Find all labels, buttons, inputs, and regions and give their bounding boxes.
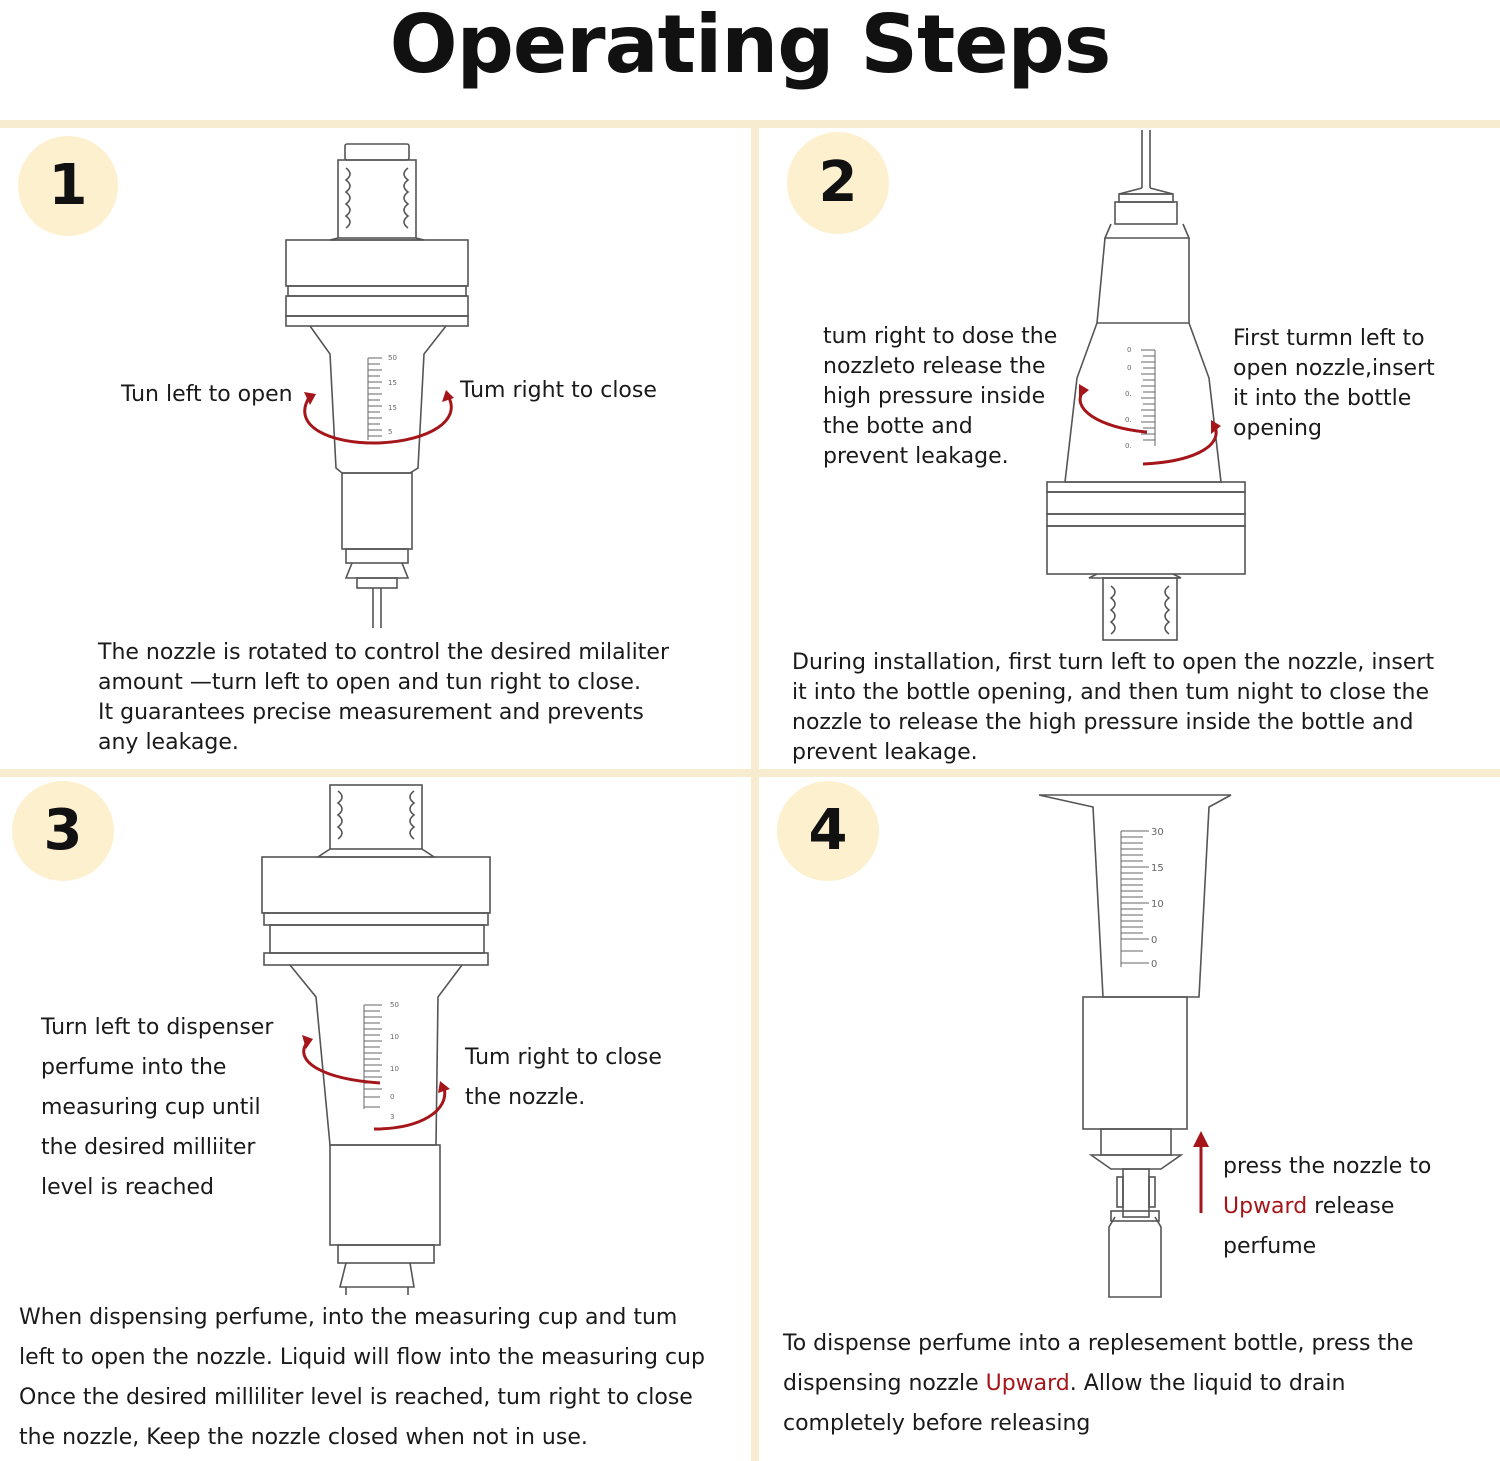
- step-4-scale-label: 0: [1151, 959, 1157, 970]
- arrowhead-icon: [438, 1081, 450, 1093]
- step-2-badge: 2: [787, 132, 889, 234]
- step-3-scale-label: 50: [390, 1001, 399, 1009]
- step-4-scale-label: 15: [1151, 863, 1164, 874]
- step-4-description: To dispense perfume into a replesement b…: [783, 1331, 1414, 1436]
- step-3-scale-label: 10: [390, 1033, 399, 1041]
- step-3-scale-label: 3: [390, 1113, 394, 1121]
- step-1-dispenser-illustration: 50 15 15 5: [285, 143, 469, 628]
- step-3-label-left: Turn left to dispenser perfume into the …: [41, 1015, 274, 1200]
- step-4-badge: 4: [777, 781, 879, 881]
- step-2-label-right: First turmn left to open nozzle,insert i…: [1233, 326, 1435, 441]
- step-2-scale-label: 0.: [1125, 442, 1132, 450]
- arrowhead-icon: [1211, 420, 1221, 434]
- step-2-panel: 2: [759, 128, 1500, 769]
- step-4-label-right: press the nozzle to Upward release perfu…: [1223, 1154, 1432, 1259]
- arrowhead-icon: [1079, 384, 1089, 398]
- step-3-dispenser-illustration: 50 10 10 0 3: [261, 784, 491, 1295]
- step-1-label-left: Tun left to open: [121, 382, 293, 407]
- step-2-rotation-arrow-upper: [1078, 389, 1148, 434]
- step-1-scale-label: 15: [388, 404, 397, 412]
- step-4-scale-label: 30: [1151, 827, 1164, 838]
- step-1-label-right: Tum right to close: [460, 378, 657, 403]
- step-3-scale-label: 10: [390, 1065, 399, 1073]
- upward-highlight: Upward: [985, 1371, 1070, 1396]
- step-4-scale-label: 0: [1151, 935, 1157, 946]
- arrowhead-icon: [302, 1035, 313, 1049]
- arrowhead-icon: [304, 392, 316, 405]
- step-1-scale-label: 15: [388, 379, 397, 387]
- divider-middle: [0, 769, 1500, 777]
- arrow-up-icon: [1193, 1131, 1209, 1147]
- upward-highlight: Upward: [1223, 1194, 1308, 1219]
- step-3-description: When dispensing perfume, into the measur…: [19, 1305, 705, 1450]
- step-2-scale-label: 0.: [1125, 416, 1132, 424]
- step-3-rotation-arrow-upper: [302, 1040, 381, 1085]
- step-2-rotation-arrow-lower: [1142, 425, 1218, 466]
- step-2-scale-label: 0.: [1125, 390, 1132, 398]
- step-4-panel: 4 30: [759, 777, 1500, 1461]
- step-1-scale-label: 50: [388, 354, 397, 362]
- step-2-dispenser-illustration: 0 0 0. 0. 0.: [1046, 130, 1246, 641]
- step-2-scale-label: 0: [1127, 364, 1131, 372]
- step-2-label-left: tum right to dose the nozzleto release t…: [823, 324, 1058, 469]
- step-1-badge: 1: [18, 136, 118, 236]
- step-3-label-right: Tum right to close the nozzle.: [465, 1045, 662, 1110]
- step-2-description: During installation, first turn left to …: [792, 650, 1435, 765]
- step-2-scale-label: 0: [1127, 346, 1131, 354]
- divider-top: [0, 120, 1500, 128]
- step-4-measuring-cup-illustration: 30 15 10 0 0: [1038, 794, 1232, 1298]
- divider-vertical: [751, 128, 759, 1461]
- page-title: Operating Steps: [389, 0, 1112, 91]
- step-1-panel: 1: [0, 128, 751, 769]
- step-1-description: The nozzle is rotated to control the des…: [98, 640, 669, 755]
- step-3-badge: 3: [12, 781, 114, 881]
- arrowhead-icon: [442, 390, 454, 402]
- step-3-scale-label: 0: [390, 1093, 394, 1101]
- step-3-panel: 3 50: [0, 777, 751, 1461]
- step-4-scale-label: 10: [1151, 899, 1164, 910]
- step-3-rotation-arrow-lower: [373, 1086, 447, 1131]
- step-1-rotation-arrow: [303, 395, 453, 445]
- step-1-scale-label: 5: [388, 428, 392, 436]
